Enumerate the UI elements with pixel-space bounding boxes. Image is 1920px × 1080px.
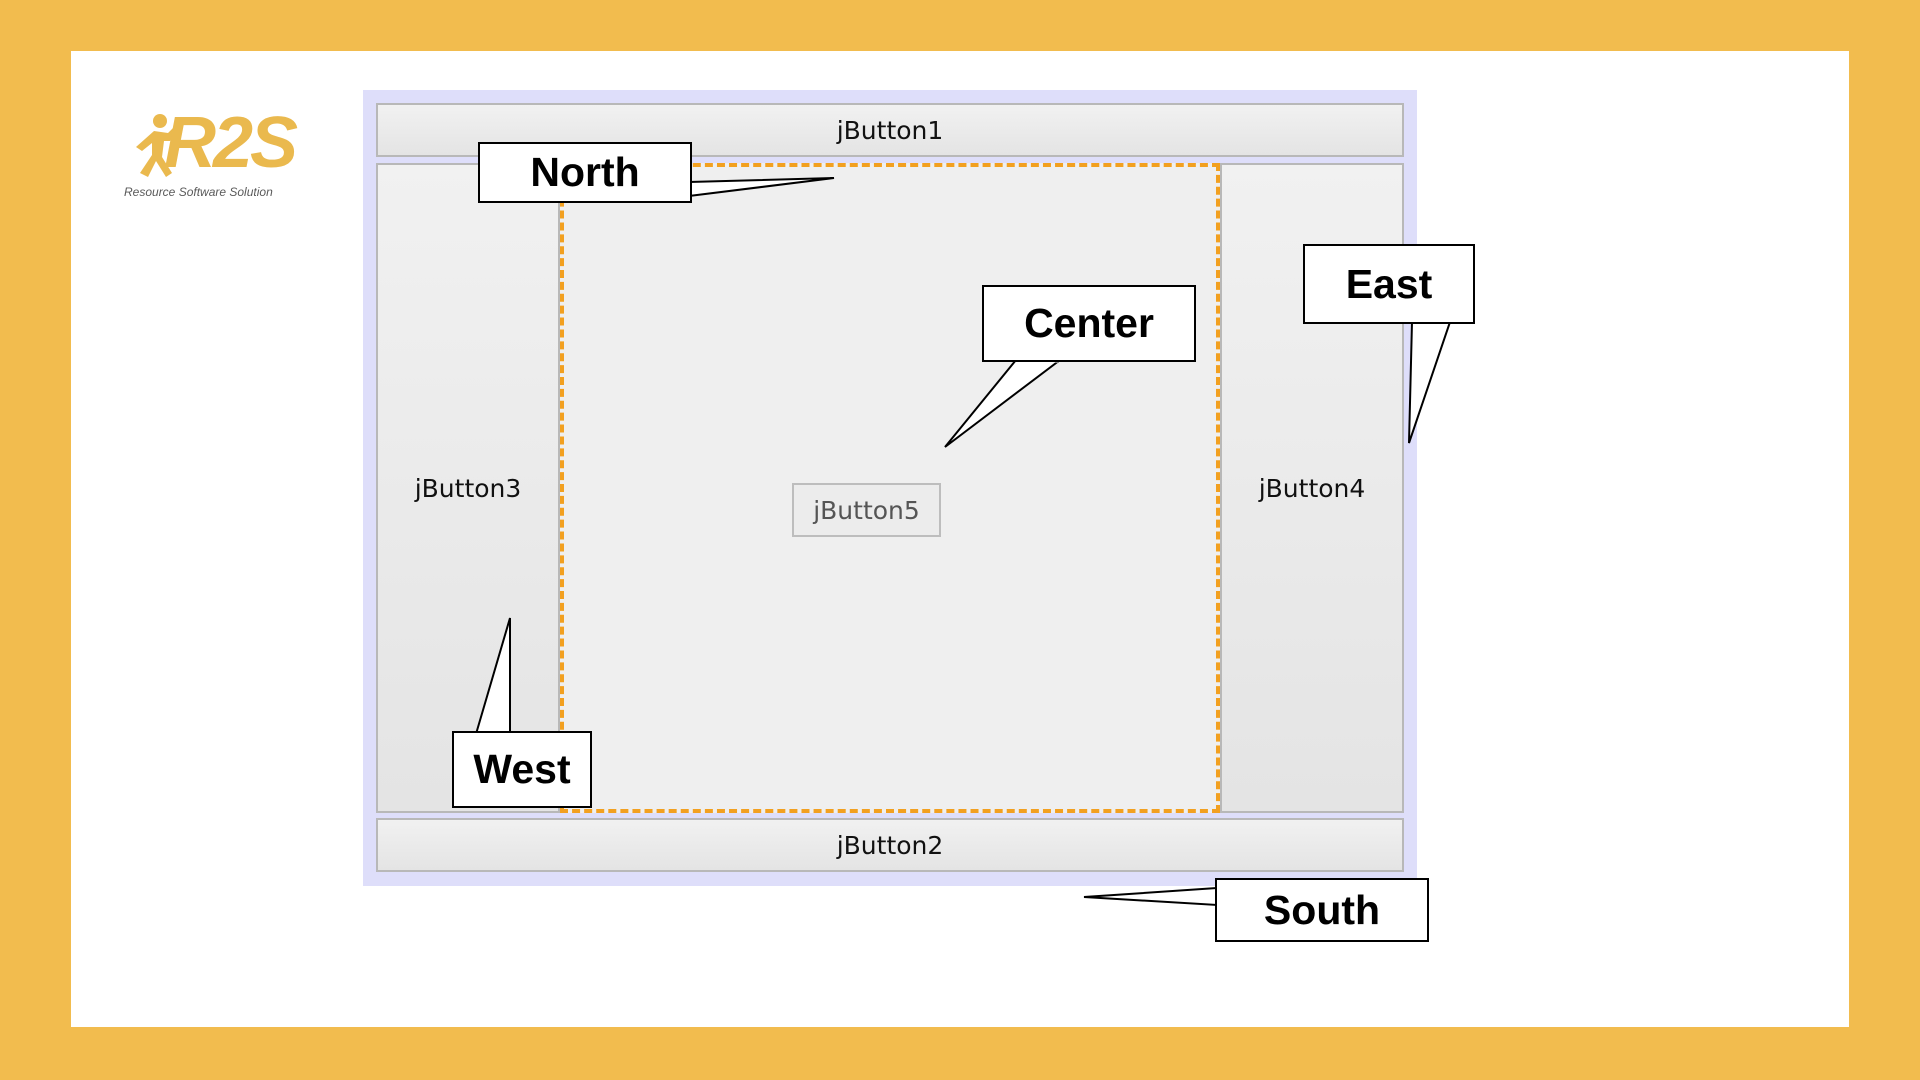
center-pointer (944, 359, 1063, 448)
east-callout: East (1303, 244, 1475, 324)
west-button[interactable]: jButton3 (376, 163, 560, 813)
east-pointer (1408, 321, 1452, 444)
r2s-logo: R2S Resource Software Solution (124, 107, 298, 199)
north-pointer (688, 177, 835, 198)
logo-tagline: Resource Software Solution (124, 185, 273, 199)
west-pointer (474, 617, 511, 735)
south-pointer (1083, 886, 1218, 907)
north-callout: North (478, 142, 692, 203)
border-layout-frame: jButton1 jButton3 jButton5 jButton4 jBut… (363, 90, 1417, 886)
south-button[interactable]: jButton2 (376, 818, 1404, 872)
logo-text: R2S (164, 103, 298, 183)
south-callout: South (1215, 878, 1429, 942)
center-callout: Center (982, 285, 1196, 362)
west-callout: West (452, 731, 592, 808)
center-button[interactable]: jButton5 (792, 483, 941, 537)
running-figure-icon (136, 114, 180, 177)
